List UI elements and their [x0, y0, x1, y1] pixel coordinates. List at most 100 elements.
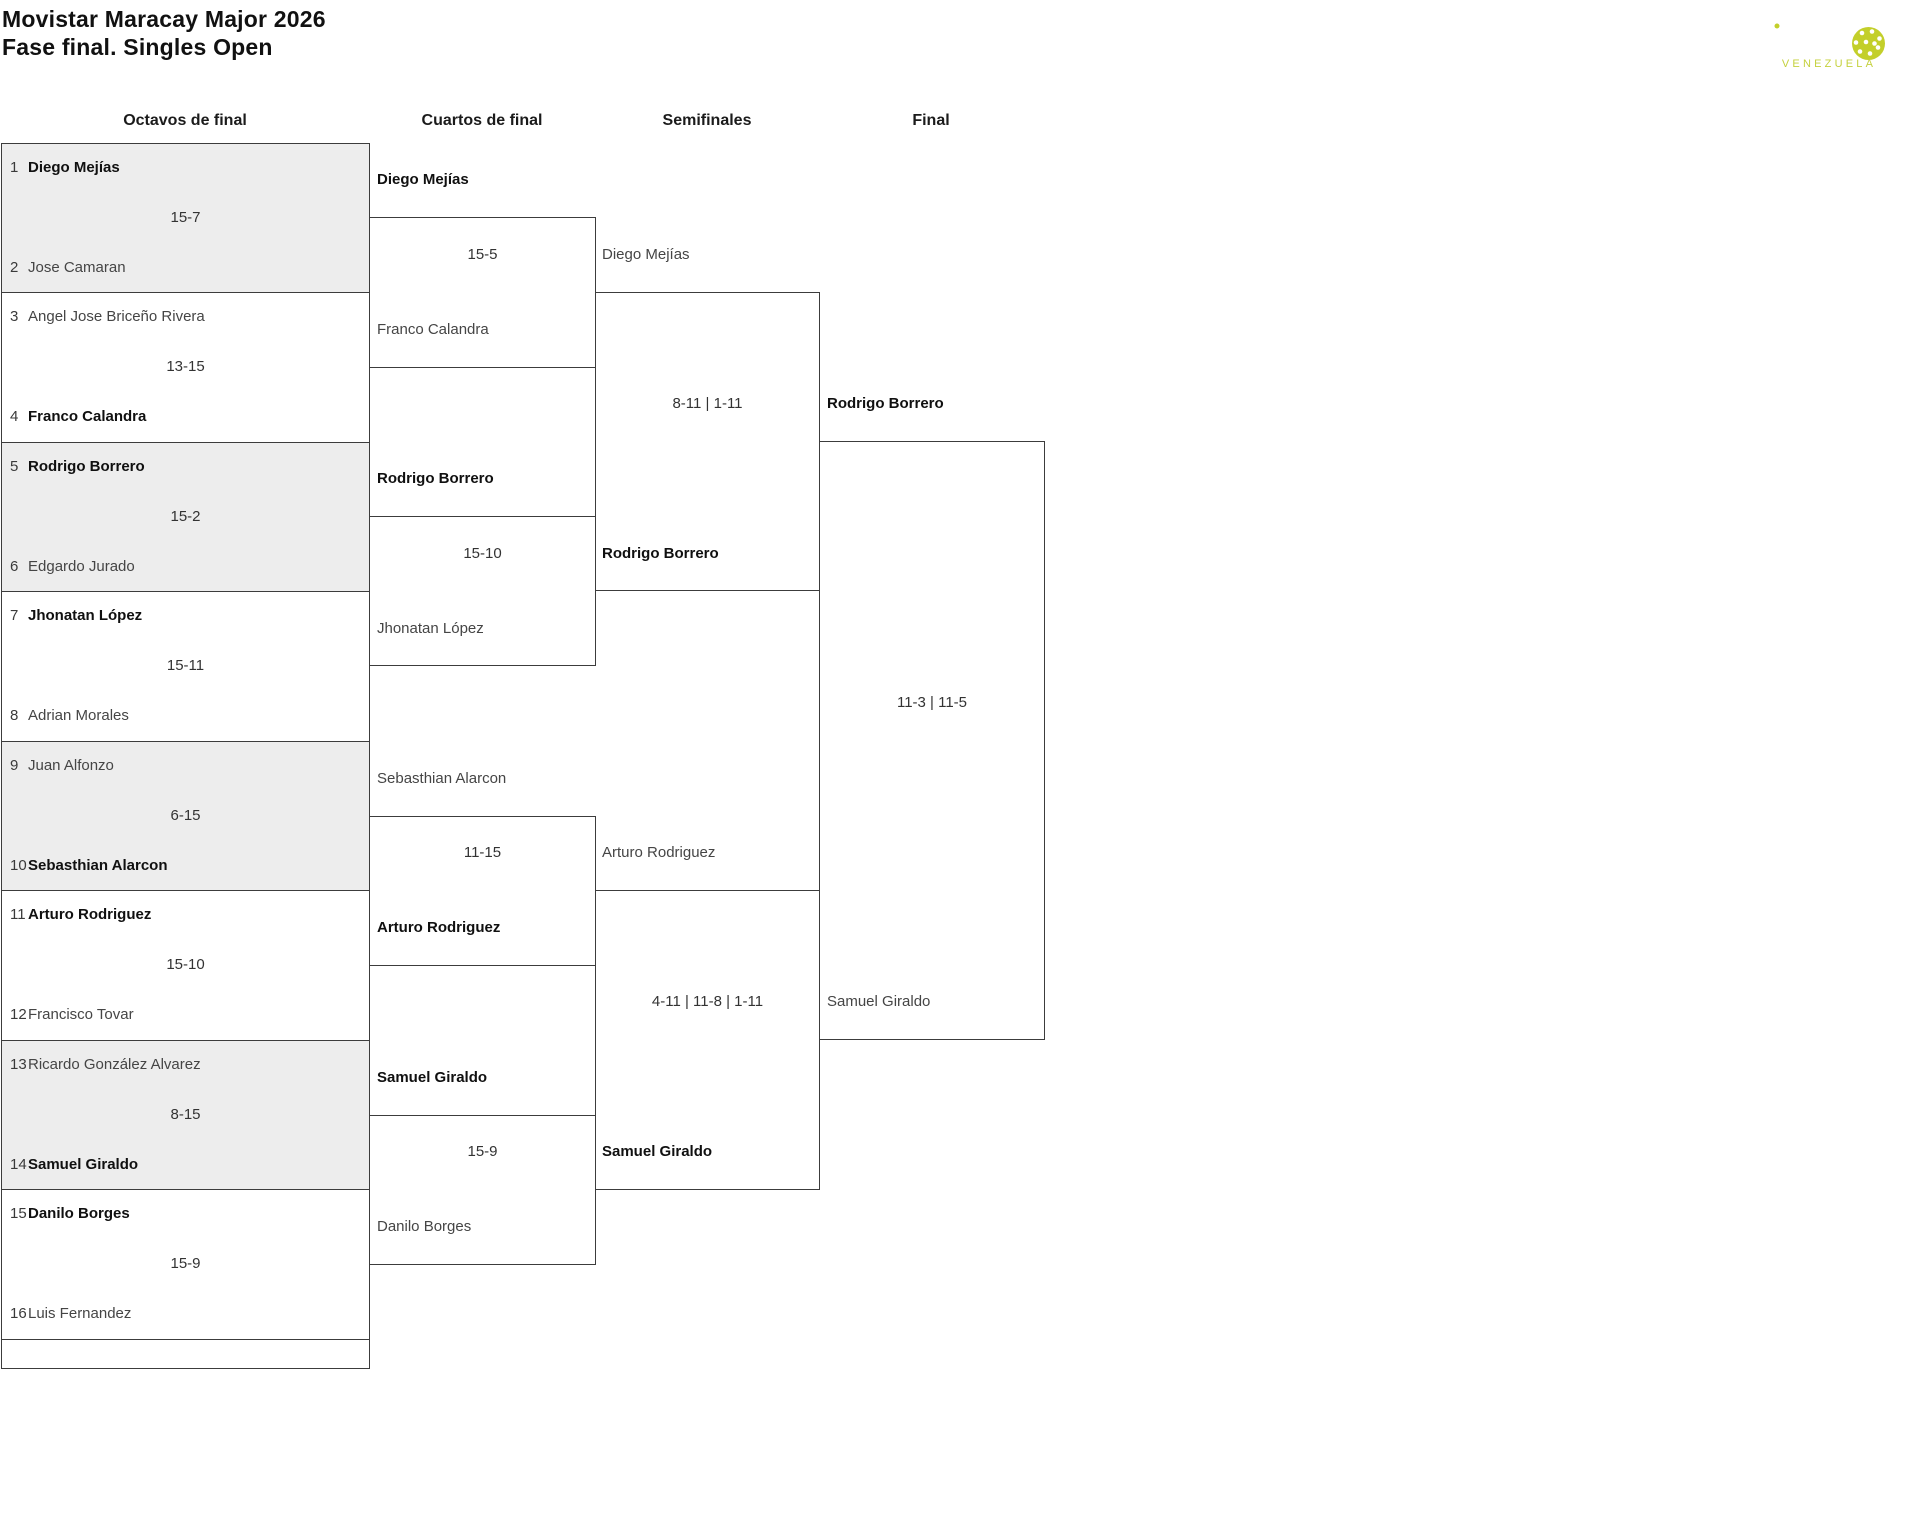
player-name: Samuel Giraldo	[602, 1143, 713, 1160]
player-seed: 15	[10, 1205, 27, 1222]
pickleball-icon	[1852, 27, 1885, 60]
player-row: 1 Diego Mejías	[10, 158, 120, 178]
player-name: Franco Calandra	[377, 321, 489, 338]
player-name: Diego Mejías	[377, 171, 469, 188]
player-seed: 4	[10, 408, 19, 425]
player-row: 12 Francisco Tovar	[10, 1005, 134, 1025]
player-row: 6 Edgardo Jurado	[10, 557, 135, 577]
player-seed: 8	[10, 707, 19, 724]
federation-logo: VENEZUELA	[1774, 23, 1885, 70]
player-seed: 11	[10, 906, 26, 923]
player-name: Danilo Borges	[28, 1205, 130, 1222]
r16-match-5: 9 Juan Alfonzo 6-15 10 Sebasthian Alarco…	[1, 741, 370, 891]
player-name: Angel Jose Briceño Rivera	[28, 308, 205, 325]
player-seed: 12	[10, 1006, 27, 1023]
final-match	[819, 441, 1045, 1040]
match-score: 11-15	[463, 844, 502, 861]
player-row: 7 Jhonatan López	[10, 606, 142, 626]
player-name: Samuel Giraldo	[827, 993, 931, 1010]
match-score: 15-9	[467, 1143, 498, 1160]
qf-match-1	[369, 217, 596, 368]
player-name: Luis Fernandez	[28, 1305, 132, 1322]
r16-match-7: 13 Ricardo González Alvarez 8-15 14 Samu…	[1, 1040, 370, 1190]
player-seed: 9	[10, 757, 19, 774]
player-seed: 7	[10, 607, 19, 624]
player-name: Rodrigo Borrero	[28, 458, 145, 475]
match-score: 15-10	[463, 545, 502, 562]
qf-match-4	[369, 1115, 596, 1265]
player-seed: 14	[10, 1156, 27, 1173]
match-score: 8-15	[170, 1106, 201, 1123]
player-name: Diego Mejías	[28, 159, 120, 176]
player-row: 10 Sebasthian Alarcon	[10, 856, 167, 876]
logo-dot	[1774, 23, 1780, 29]
player-row: 9 Juan Alfonzo	[10, 756, 114, 776]
r16-match-3: 5 Rodrigo Borrero 15-2 6 Edgardo Jurado	[1, 442, 370, 592]
logo-country-label: VENEZUELA	[1782, 58, 1876, 70]
round-header-final: Final	[912, 112, 950, 129]
player-name: Juan Alfonzo	[28, 757, 114, 774]
match-score: 15-9	[170, 1255, 201, 1272]
player-name: Adrian Morales	[28, 707, 129, 724]
match-score: 15-7	[170, 209, 201, 226]
player-name: Rodrigo Borrero	[377, 470, 494, 487]
match-score: 15-2	[170, 508, 201, 525]
player-name: Edgardo Jurado	[28, 558, 135, 575]
player-row: 13 Ricardo González Alvarez	[10, 1055, 201, 1075]
player-seed: 1	[10, 159, 19, 176]
player-name: Sebasthian Alarcon	[28, 857, 168, 874]
match-score: 8-11 | 1-11	[672, 395, 743, 412]
round-header-octavos: Octavos de final	[123, 112, 247, 129]
player-seed: 3	[10, 308, 19, 325]
qf-match-3	[369, 816, 596, 966]
player-seed: 2	[10, 259, 19, 276]
r16-match-8: 15 Danilo Borges 15-9 16 Luis Fernandez	[1, 1189, 370, 1340]
player-row: 4 Franco Calandra	[10, 407, 146, 427]
match-score: 4-11 | 11-8 | 1-11	[651, 993, 764, 1010]
player-row: 3 Angel Jose Briceño Rivera	[10, 307, 205, 327]
page-title: Movistar Maracay Major 2026 Fase final. …	[2, 5, 326, 61]
player-name: Rodrigo Borrero	[602, 545, 719, 562]
player-name: Samuel Giraldo	[28, 1156, 139, 1173]
tournament-name: Movistar Maracay Major 2026	[2, 6, 326, 32]
player-row: 11 Arturo Rodriguez	[10, 905, 151, 925]
match-score: 13-15	[166, 358, 205, 375]
match-score: 6-15	[170, 807, 201, 824]
player-seed: 13	[10, 1056, 27, 1073]
player-name: Jhonatan López	[28, 607, 143, 624]
player-name: Samuel Giraldo	[377, 1069, 488, 1086]
r16-match-2: 3 Angel Jose Briceño Rivera 13-15 4 Fran…	[1, 292, 370, 443]
player-name: Franco Calandra	[28, 408, 147, 425]
player-name: Danilo Borges	[377, 1218, 472, 1235]
match-score: 15-10	[166, 956, 205, 973]
r16-match-1: 1 Diego Mejías 15-7 2 Jose Camaran	[1, 143, 370, 293]
player-row: 15 Danilo Borges	[10, 1204, 130, 1224]
player-name: Jhonatan López	[377, 620, 484, 637]
player-name: Jose Camaran	[28, 259, 126, 276]
phase-subtitle: Fase final. Singles Open	[2, 34, 273, 60]
player-seed: 6	[10, 558, 19, 575]
round-header-cuartos: Cuartos de final	[421, 112, 543, 129]
player-row: 16 Luis Fernandez	[10, 1304, 131, 1324]
player-name: Arturo Rodriguez	[377, 919, 501, 936]
player-name: Ricardo González Alvarez	[28, 1056, 201, 1073]
player-seed: 5	[10, 458, 19, 475]
player-name: Arturo Rodriguez	[602, 844, 716, 861]
player-name: Arturo Rodriguez	[28, 906, 152, 923]
match-score: 15-5	[467, 246, 498, 263]
player-row: 14 Samuel Giraldo	[10, 1155, 138, 1175]
qf-match-2	[369, 516, 596, 666]
r16-match-6: 11 Arturo Rodriguez 15-10 12 Francisco T…	[1, 890, 370, 1041]
sf-match-2	[595, 890, 820, 1190]
player-name: Rodrigo Borrero	[827, 395, 944, 412]
player-name: Sebasthian Alarcon	[377, 770, 507, 787]
player-name: Francisco Tovar	[28, 1006, 134, 1023]
r16-match-4: 7 Jhonatan López 15-11 8 Adrian Morales	[1, 591, 370, 742]
player-seed: 10	[10, 857, 27, 874]
player-row: 8 Adrian Morales	[10, 706, 129, 726]
player-row: 5 Rodrigo Borrero	[10, 457, 145, 477]
player-seed: 16	[10, 1305, 27, 1322]
player-row: 2 Jose Camaran	[10, 258, 126, 278]
match-score: 11-3 | 11-5	[896, 694, 968, 711]
round-header-semifinales: Semifinales	[662, 112, 752, 129]
